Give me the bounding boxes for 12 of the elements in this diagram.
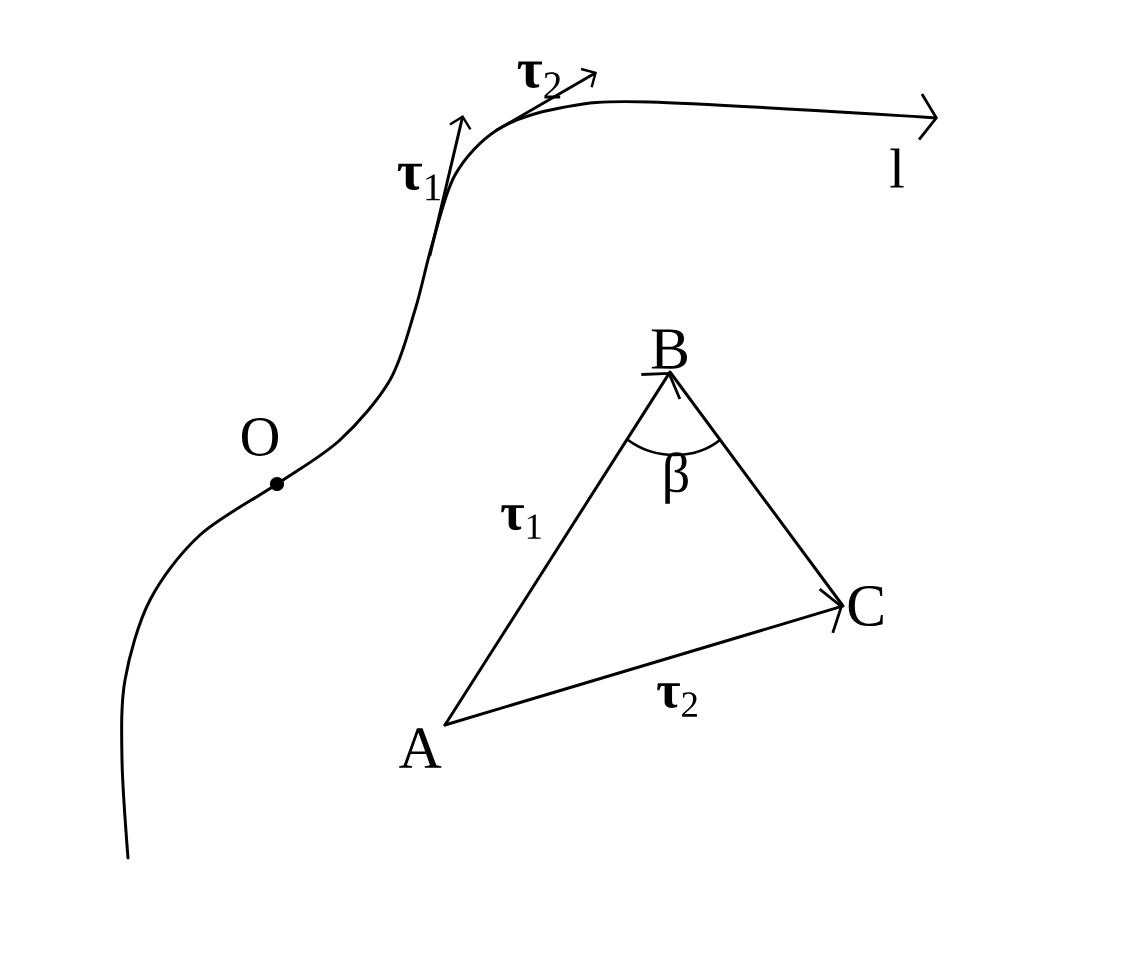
point-label: B — [651, 329, 687, 369]
point-label: O — [242, 418, 278, 456]
edge-label: τ$_{2}$ — [654, 681, 702, 719]
point-label: C — [848, 585, 883, 627]
vector-label: τ$_{1}$ — [397, 163, 440, 201]
triangle-side — [668, 370, 845, 608]
vector-arrow — [443, 372, 682, 727]
angle-label: β — [665, 452, 688, 504]
edge-label: τ$_{1}$ — [498, 503, 546, 541]
vector-arrow — [443, 588, 843, 727]
point-label: A — [399, 728, 442, 768]
curve-label: l — [890, 148, 904, 188]
